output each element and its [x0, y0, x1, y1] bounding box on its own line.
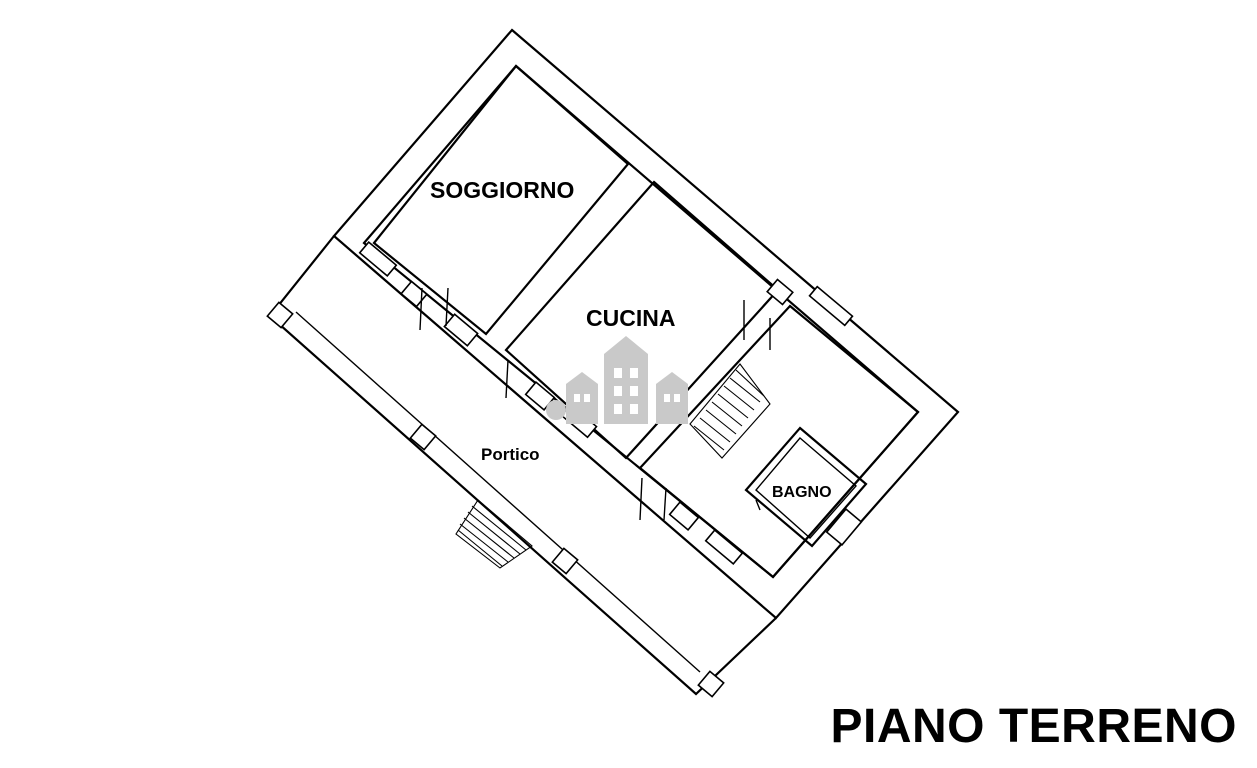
label-soggiorno: SOGGIORNO [430, 177, 574, 203]
room-stair-hall [638, 304, 920, 579]
sheet-title: PIANO TERRENO [830, 700, 1237, 753]
room-bagno [744, 426, 868, 548]
room-bagno-inner [755, 437, 857, 539]
label-portico: Portico [481, 445, 540, 464]
external-stair [455, 499, 533, 569]
pillar [266, 301, 294, 329]
pillar [409, 423, 437, 451]
room-cucina [504, 180, 780, 460]
window-openings [358, 240, 863, 566]
label-cucina: CUCINA [586, 305, 675, 331]
pillar [551, 547, 579, 575]
door-markers [419, 287, 771, 521]
room-soggiorno [372, 64, 630, 336]
house-logo-watermark-icon [546, 336, 688, 424]
label-bagno: BAGNO [772, 484, 832, 501]
portico-inner-line [295, 311, 701, 673]
internal-stair [689, 363, 771, 459]
portico-outline [268, 235, 777, 696]
pillar [697, 670, 725, 698]
